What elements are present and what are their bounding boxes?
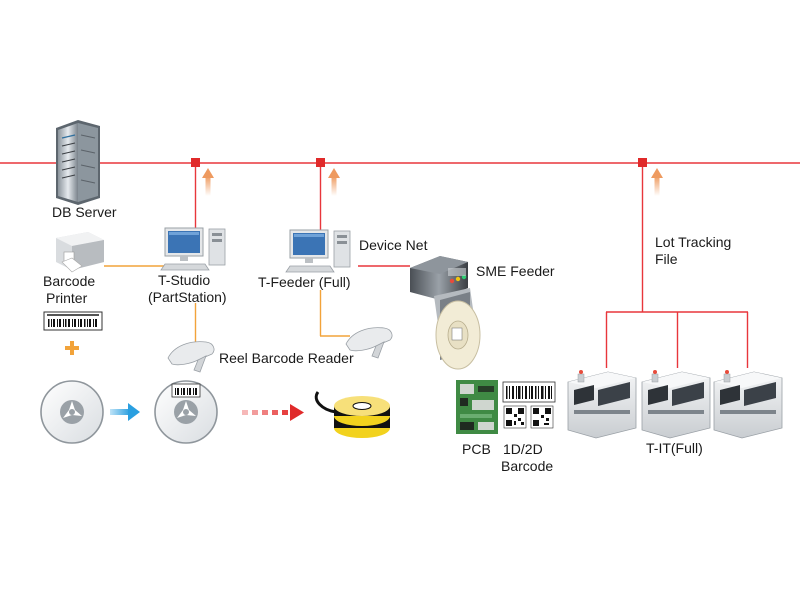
t-feeder-label: T-Feeder (Full) [258,274,351,290]
sme-feeder-label: SME Feeder [476,263,555,279]
pcb-icon [456,380,498,434]
pcb-label: PCB [462,441,491,457]
arrow-right-icon [110,403,140,421]
barcode-printer-label-line1: Barcode [43,273,96,289]
plus-icon [65,341,79,355]
desktop-computer-icon [160,227,226,271]
upload-arrow-icon [202,168,214,196]
network-node-t-studio [191,158,200,167]
qr-code-icon [530,405,554,429]
t-studio-label-line1: T-Studio [158,272,211,288]
barcode-type-label-line1: 1D/2D [503,441,543,457]
desktop-computer-icon [285,229,351,273]
barcode-label-icon [43,311,103,331]
chip-mounter-machine-icon [713,370,783,439]
lot-tracking-label-line1: Lot Tracking [655,234,732,250]
component-reel-icon [154,380,218,444]
barcode-type-label-line2: Barcode [501,458,554,474]
network-node-t-it [638,158,647,167]
component-reel-icon [40,380,104,444]
upload-arrow-icon [651,168,663,196]
device-net-label: Device Net [359,237,428,253]
barcode-printer-label-line2: Printer [46,290,88,306]
server-rack-icon [56,120,100,205]
component-tape-roll-icon [314,391,390,438]
barcode-scanner-icon [167,341,215,373]
sme-feeder-icon [410,256,481,370]
t-it-label: T-IT(Full) [646,440,703,456]
network-node-t-feeder [316,158,325,167]
qr-code-icon [503,405,527,429]
db-server-label: DB Server [52,204,117,220]
upload-arrow-icon [328,168,340,196]
chip-mounter-machine-icon [567,370,637,439]
chip-mounter-machine-icon [641,370,711,439]
barcode-printer-icon [56,232,104,273]
barcode-1d-icon [502,381,556,403]
reel-barcode-reader-label: Reel Barcode Reader [219,350,354,366]
barcode-scanner-icon [345,327,393,359]
arrow-right-icon [242,404,304,421]
t-studio-label-line2: (PartStation) [148,289,227,305]
lot-tracking-label-line2: File [655,251,678,267]
